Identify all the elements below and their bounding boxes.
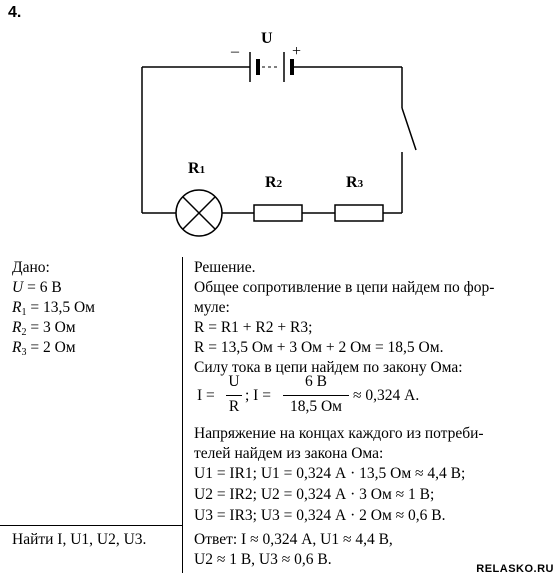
lamp-cross-2 [182,196,216,230]
problem-number: 4. [8,4,22,21]
solution-line-5: Силу тока в цепи найдем по закону Ома: [194,359,463,376]
given-line-3: R2 = 3 Ом [12,319,76,338]
circuit-diagram [141,52,417,237]
resistor-r3 [334,204,384,222]
given-title: Дано: [12,259,50,276]
solution-line-3: R = R1 + R2 + R3; [194,319,313,336]
solution-line-7: телей найдем из закона Ома: [194,445,384,462]
solution-line-1: Общее сопротивление в цепи найдем по фор… [194,279,495,296]
plus-sign: + [292,43,302,60]
answer-line-1: Ответ: I ≈ 0,324 А, U1 ≈ 4,4 В, [194,531,393,548]
solution-line-8: U1 = IR1; U1 = 0,324 А · 13,5 Ом ≈ 4,4 В… [194,465,466,482]
solution-line-10: U3 = IR3; U3 = 0,324 А · 2 Ом ≈ 0,6 В. [194,507,446,524]
fraction-bar-2 [283,395,349,396]
formula-U: U [228,373,240,390]
r2-label: R2 [265,174,283,191]
solution-line-4: R = 13,5 Ом + 3 Ом + 2 Ом = 18,5 Ом. [194,339,444,356]
formula-I: I = [197,387,215,404]
battery-icon [249,52,294,82]
fraction-bar-1 [226,395,242,396]
given-line-2: R1 = 13,5 Ом [12,299,95,318]
divider-horizontal [0,525,182,526]
resistor-r2 [253,204,303,222]
divider-vertical [182,257,183,573]
formula-sep: ; I = [245,387,271,404]
lamp-circle [175,189,223,237]
answer-line-2: U2 ≈ 1 В, U3 ≈ 0,6 В. [194,551,332,568]
solution-title: Решение. [194,259,256,276]
formula-result: ≈ 0,324 А. [353,387,420,404]
r3-label: R3 [346,174,364,191]
given-line-1: U = 6 В [12,279,62,296]
watermark: RELASKO.RU [476,563,554,575]
solution-line-2: муле: [194,299,230,316]
solution-line-9: U2 = IR2; U2 = 0,324 А · 3 Ом ≈ 1 В; [194,486,435,503]
switch-blade [401,107,417,151]
formula-den: 18,5 Ом [289,398,342,415]
source-label: U [261,30,273,47]
find-line: Найти I, U1, U2, U3. [12,531,147,548]
r1-label: R1 [188,160,206,177]
formula-R: R [228,398,240,415]
solution-line-6: Напряжение на концах каждого из потреби- [194,425,484,442]
given-line-4: R3 = 2 Ом [12,339,76,358]
minus-sign: – [231,43,239,60]
formula-num: 6 В [305,373,327,390]
